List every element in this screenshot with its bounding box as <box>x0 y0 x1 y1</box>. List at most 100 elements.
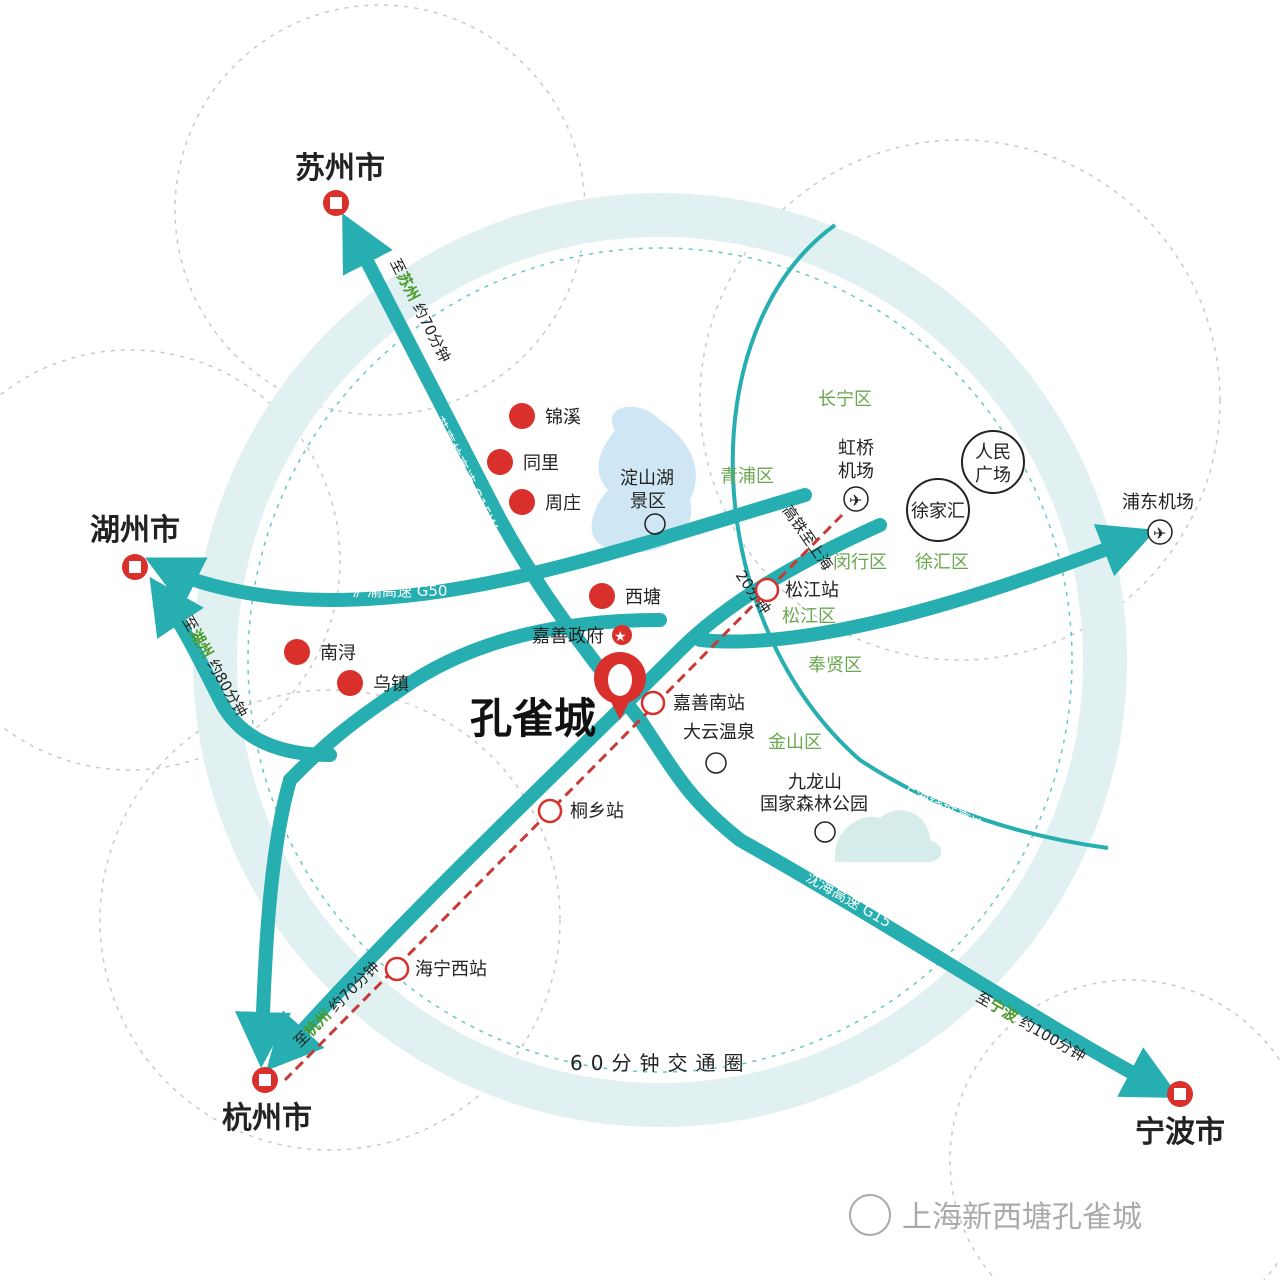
town-zhouzhuang: 周庄 <box>509 489 581 515</box>
star-icon <box>612 625 632 645</box>
town-icon <box>509 403 535 429</box>
town-nanxun: 南浔 <box>284 639 356 665</box>
scenic-jiulong: 九龙山 国家森林公园 <box>760 772 868 843</box>
town-icon <box>509 489 535 515</box>
hub-label-xujiahui: 徐家汇 <box>911 501 965 522</box>
city-suzhou: 苏州市 <box>295 151 385 216</box>
jiashan-gov-label: 嘉善政府 <box>532 626 604 647</box>
peacock-city-marker: 孔雀城 <box>470 652 646 743</box>
city-hangzhou: 杭州市 <box>222 1067 312 1136</box>
hub-label-peoples-square-1: 人民 <box>975 442 1011 463</box>
station-label-songjiang: 松江站 <box>785 580 839 601</box>
scenic-dayun: 大云温泉 <box>683 722 755 774</box>
jiashan-government: 嘉善政府 ★ <box>532 625 632 647</box>
airplane-icon <box>1147 519 1173 545</box>
label-g15w: 苏嘉杭高速 G15W <box>428 414 501 534</box>
g60-to-pudong <box>693 524 1157 649</box>
scenic-label-dianshan-1: 淀山湖 <box>620 468 674 489</box>
town-xitang: 西塘 <box>589 583 661 609</box>
city-label-hangzhou: 杭州市 <box>222 1101 312 1136</box>
ring-label: 60分钟交通圈 <box>570 1051 751 1075</box>
station-haining-west: 海宁西站 <box>384 956 487 982</box>
town-icon <box>487 449 513 475</box>
city-ningbo: 宁波市 <box>1135 1081 1225 1150</box>
airport-label-hongqiao-2: 机场 <box>838 461 874 482</box>
station-songjiang: 松江站 <box>754 577 839 603</box>
train-icon <box>384 956 410 982</box>
hub-label-peoples-square-2: 广场 <box>975 465 1011 486</box>
districts: 长宁区 青浦区 闵行区 徐汇区 松江区 奉贤区 金山区 <box>720 389 969 753</box>
town-wuzhen: 乌镇 <box>337 670 409 696</box>
airport-hongqiao: 虹桥 机场 ✈ <box>838 438 874 512</box>
svg-text:✈: ✈ <box>849 491 862 510</box>
time-ningbo: 至宁波 约100分钟 <box>973 988 1089 1065</box>
district-fengxian: 奉贤区 <box>808 655 862 676</box>
dianshan-lake <box>591 406 696 553</box>
district-qingpu: 青浦区 <box>720 466 774 487</box>
scenic-label-dianshan-2: 景区 <box>630 491 666 512</box>
svg-text:✈: ✈ <box>1153 524 1166 543</box>
stations: 松江站 嘉善南站 桐乡站 海宁西站 <box>384 577 839 982</box>
g50-highway <box>144 488 812 608</box>
district-jinshan: 金山区 <box>768 732 822 753</box>
a30-ring-road <box>730 223 1109 850</box>
airport-label-hongqiao-1: 虹桥 <box>838 438 874 459</box>
train-icon <box>754 577 780 603</box>
scenic-dianshan: 淀山湖 景区 <box>620 468 674 535</box>
town-label-tongli: 同里 <box>523 453 559 474</box>
district-xuhui: 徐汇区 <box>915 552 969 573</box>
tree-icon <box>705 752 727 774</box>
town-label-nanxun: 南浔 <box>320 643 356 664</box>
label-g15: 沈海高速 G15 <box>803 868 895 931</box>
town-label-zhouzhuang: 周庄 <box>545 493 581 514</box>
towns: 锦溪 同里 周庄 西塘 南浔 乌镇 <box>284 403 661 696</box>
town-label-wuzhen: 乌镇 <box>373 674 409 695</box>
district-minhang: 闵行区 <box>833 552 887 573</box>
footer-watermark: 上海新西塘孔雀城 <box>849 1194 1142 1236</box>
airplane-icon <box>843 486 869 512</box>
hub-peoples-square: 人民 广场 <box>961 430 1025 494</box>
wechat-icon <box>849 1194 891 1236</box>
g15-highway <box>633 713 1180 1098</box>
city-huzhou: 湖州市 <box>90 513 180 580</box>
svg-text:★: ★ <box>614 629 627 645</box>
airport-pudong: 浦东机场 ✈ <box>1122 492 1194 545</box>
city-label-ningbo: 宁波市 <box>1135 1115 1225 1150</box>
town-icon <box>337 670 363 696</box>
high-speed-rail <box>283 513 844 1082</box>
city-label-suzhou: 苏州市 <box>295 151 385 186</box>
town-label-xitang: 西塘 <box>625 587 661 608</box>
s12-highway <box>234 613 667 1068</box>
s12-branch-huzhou <box>149 576 337 762</box>
scenic-label-jiulong-1: 九龙山 <box>788 772 842 793</box>
jiulong-mountain <box>835 810 942 862</box>
town-tongli: 同里 <box>487 449 559 475</box>
city-label-huzhou: 湖州市 <box>90 513 180 548</box>
town-icon <box>589 583 615 609</box>
town-jinxi: 锦溪 <box>509 403 581 429</box>
sixty-minute-ring <box>193 193 1127 1127</box>
brand-label: 孔雀城 <box>470 694 596 743</box>
district-changning: 长宁区 <box>818 389 872 410</box>
town-icon <box>284 639 310 665</box>
footer-label: 上海新西塘孔雀城 <box>902 1200 1142 1235</box>
scenic-label-dayun: 大云温泉 <box>683 722 755 743</box>
airport-label-pudong: 浦东机场 <box>1122 492 1194 513</box>
scenic-label-jiulong-2: 国家森林公园 <box>760 794 868 815</box>
station-label-haining-west: 海宁西站 <box>415 959 487 980</box>
tree-icon <box>814 821 836 843</box>
station-label-tongxiang: 桐乡站 <box>570 801 624 822</box>
hub-xujiahui: 徐家汇 <box>906 478 970 542</box>
ring-inner-dashed <box>247 247 1073 1073</box>
station-label-jiashan-south: 嘉善南站 <box>673 693 745 714</box>
label-g50: 沪渝高速 G50 <box>352 582 447 600</box>
tree-icon <box>644 513 666 535</box>
district-songjiang: 松江区 <box>782 606 836 627</box>
station-tongxiang: 桐乡站 <box>537 798 624 824</box>
train-icon <box>537 798 563 824</box>
station-jiashan-south: 嘉善南站 <box>640 690 745 716</box>
town-label-jinxi: 锦溪 <box>545 407 581 428</box>
train-icon <box>640 690 666 716</box>
